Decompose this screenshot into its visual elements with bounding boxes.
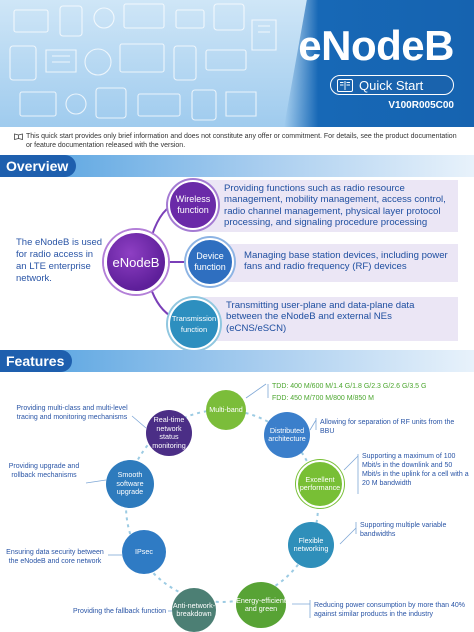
smooth-software-upgrade-text: Providing upgrade and rollback mechanism… [8, 463, 80, 479]
device-illustration-background [9, 3, 277, 121]
enodeb-center-node: eNodeB [104, 230, 168, 294]
excellent-performance-node: Excellent performance [296, 460, 344, 508]
quick-start-label: Quick Start [359, 77, 424, 93]
version-number: V100R005C00 [388, 100, 454, 111]
flexible-networking-text: Supporting multiple variable bandwidths [360, 522, 447, 538]
features-heading: Features [0, 350, 72, 372]
tdd-bands-text: TDD: 400 M/600 M/1.4 G/1.8 G/2.3 G/2.6 G… [272, 383, 427, 390]
device-function-description: Managing base station devices, including… [218, 244, 458, 282]
ipsec-text: Ensuring data security between the eNode… [6, 549, 104, 565]
energy-efficient-node: Energy-efficient and green [236, 582, 286, 628]
transmission-function-description: Transmitting user-plane and data-plane d… [198, 297, 458, 341]
wireless-function-description: Providing functions such as radio resour… [196, 180, 458, 232]
quick-start-badge: Quick Start [330, 75, 454, 95]
disclaimer-text: This quick start provides only brief inf… [26, 133, 457, 149]
overview-intro: The eNodeB is used for radio access in a… [16, 237, 103, 284]
real-time-monitoring-node: Real-time network status monitoring [146, 410, 192, 456]
transmission-function-node: Transmission function [168, 298, 220, 350]
flexible-networking-node: Flexible networking [288, 522, 334, 568]
anti-network-breakdown-node: Anti-network-breakdown [172, 588, 216, 632]
fdd-bands-text: FDD: 450 M/700 M/800 M/850 M [272, 395, 374, 402]
anti-network-breakdown-text: Providing the fallback function [73, 608, 166, 615]
banner-blue-panel [284, 0, 474, 127]
overview-heading: Overview [0, 155, 76, 177]
page-title: eNodeB [298, 22, 454, 69]
ipsec-node: IPsec [122, 530, 166, 574]
header-banner: eNodeB Quick Start V100R005C00 [0, 0, 474, 127]
open-book-icon [14, 133, 23, 140]
multi-band-node: Multi-band [206, 390, 246, 430]
distributed-architecture-text: Allowing for separation of RF units from… [320, 419, 455, 435]
smooth-software-upgrade-node: Smooth software upgrade [106, 460, 154, 508]
excellent-performance-text: Supporting a maximum of 100 Mbit/s in th… [362, 453, 469, 487]
wireless-function-node: Wireless function [168, 180, 218, 230]
distributed-architecture-node: Distributed architecture [264, 412, 310, 458]
book-icon [337, 78, 353, 92]
overview-section-bar: Overview [0, 155, 474, 177]
disclaimer: This quick start provides only brief inf… [14, 132, 462, 150]
energy-efficient-text: Reducing power consumption by more than … [314, 602, 465, 618]
device-function-node: Device function [186, 238, 234, 286]
features-section-bar: Features [0, 350, 474, 372]
real-time-monitoring-text: Providing multi-class and multi-level tr… [16, 405, 128, 421]
